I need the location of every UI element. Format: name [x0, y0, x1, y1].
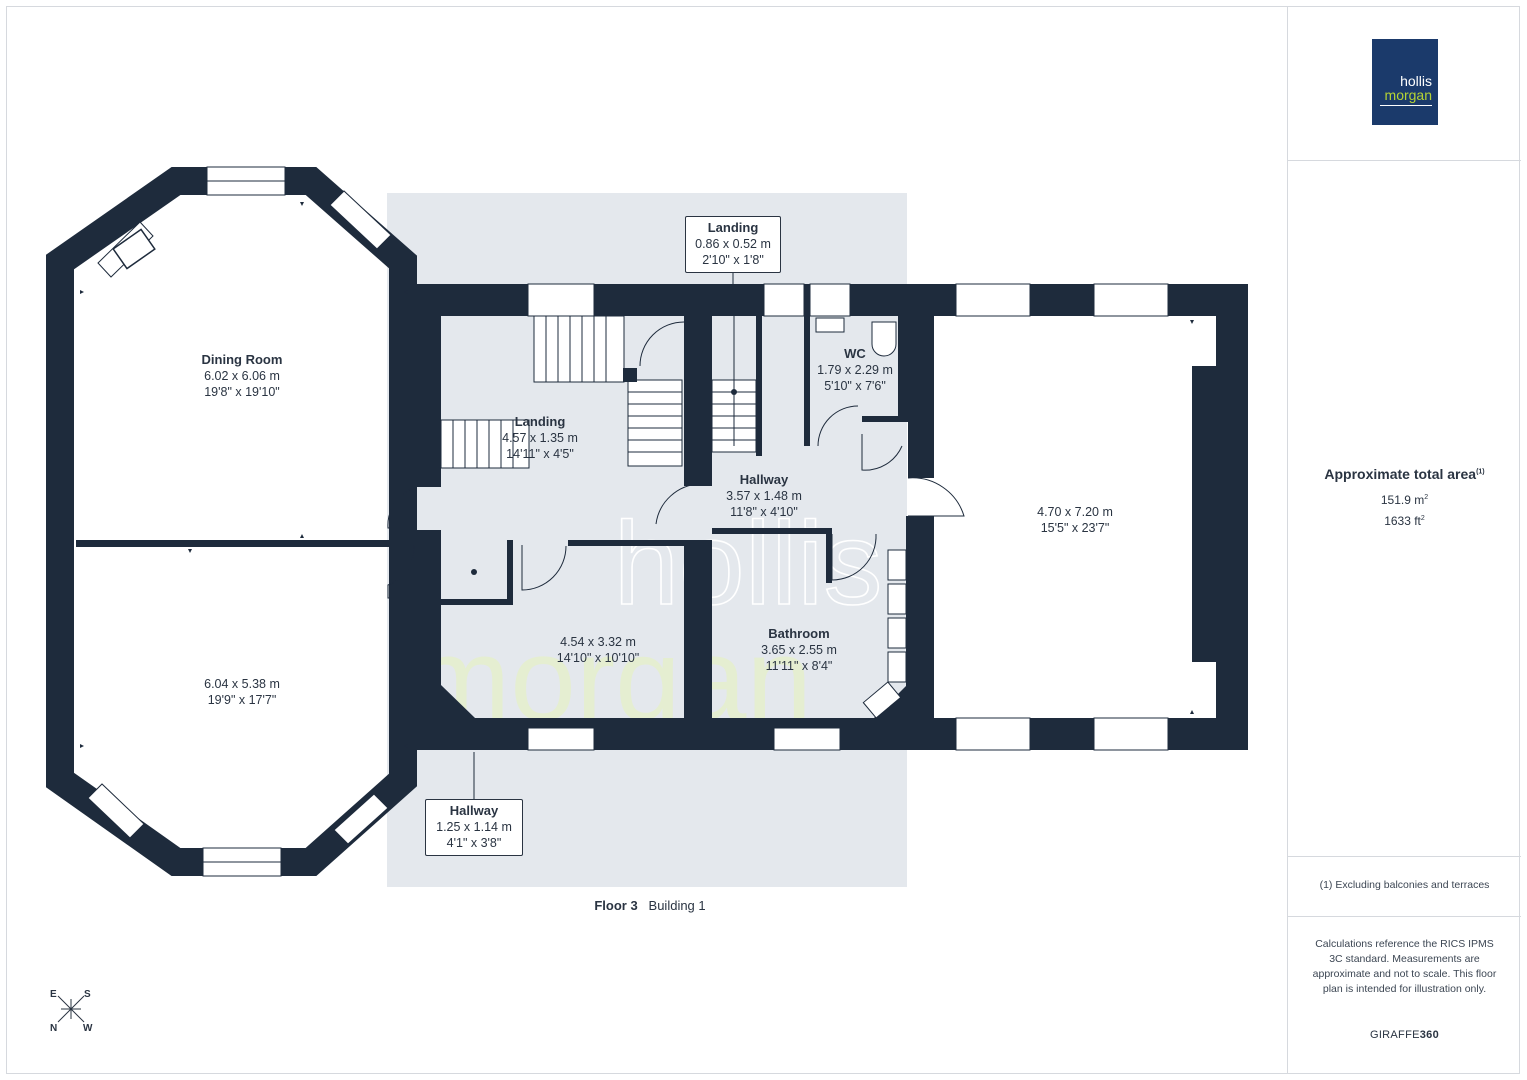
bathroom-fittings — [815, 317, 907, 719]
compass-w: W — [83, 1023, 93, 1034]
sidebar-divider-top — [1288, 160, 1521, 161]
room-metric: 4.57 x 1.35 m — [502, 431, 578, 445]
logo-text-hollis: hollis — [1400, 73, 1432, 89]
central-windows — [527, 283, 851, 751]
area-m2: 151.9 m2 — [1288, 493, 1521, 507]
floor-plan: hollis morgan — [46, 166, 1248, 887]
room-name: Bathroom — [768, 626, 830, 641]
newel-post — [623, 368, 637, 382]
room-label-large: 4.70 x 7.20 m 15'5" x 23'7" — [1010, 504, 1140, 536]
room-metric: 3.57 x 1.48 m — [726, 489, 802, 503]
footnote: (1) Excluding balconies and terraces — [1319, 879, 1490, 891]
room-imperial: 2'10" x 1'8" — [702, 253, 764, 267]
room-name: Hallway — [449, 803, 499, 818]
logo-underline — [1380, 105, 1432, 106]
room-metric: 1.79 x 2.29 m — [817, 363, 893, 377]
compass-icon — [57, 995, 85, 1023]
room-name: WC — [844, 346, 866, 361]
area-title-note: (1) — [1476, 468, 1485, 476]
area-title: Approximate total area(1) — [1288, 466, 1521, 482]
area-title-text: Approximate total area — [1324, 466, 1477, 482]
room-imperial: 11'8" x 4'10" — [730, 505, 798, 519]
room-imperial: 14'10" x 10'10" — [556, 651, 640, 665]
room-label-hallway-small: Hallway 1.25 x 1.14 m 4'1" x 3'8" — [425, 799, 523, 856]
room-label-dining: Dining Room 6.02 x 6.06 m 19'8" x 19'10" — [172, 352, 312, 400]
room-imperial: 5'10" x 7'6" — [824, 379, 886, 393]
hearth — [112, 228, 156, 270]
disclaimer: Calculations reference the RICS IPMS 3C … — [1312, 938, 1497, 995]
door-swings — [387, 405, 965, 599]
room-metric: 6.04 x 5.38 m — [204, 677, 280, 691]
area-ft2: 1633 ft2 — [1288, 514, 1521, 528]
room-label-front: 6.04 x 5.38 m 19'9" x 17'7" — [172, 676, 312, 708]
watermark-hollis: hollis — [614, 498, 883, 630]
page-frame — [6, 6, 1520, 1074]
compass-s: S — [84, 989, 91, 1000]
floor-label: Floor 3 — [594, 898, 638, 913]
area-m2-value: 151.9 m — [1380, 493, 1425, 507]
room-label-wc: WC 1.79 x 2.29 m 5'10" x 7'6" — [806, 346, 904, 394]
room-metric: 4.54 x 3.32 m — [560, 635, 636, 649]
compass-e: E — [50, 989, 57, 1000]
room-name: Landing — [707, 220, 759, 235]
room-label-hallway-mid: Hallway 3.57 x 1.48 m 11'8" x 4'10" — [712, 472, 816, 520]
building-label: Building 1 — [648, 898, 706, 913]
room-name: Landing — [514, 414, 566, 429]
hollis-morgan-logo: hollis morgan — [1372, 39, 1438, 125]
dimension-ticks — [80, 202, 1194, 748]
stair-pivot — [731, 389, 737, 395]
room-metric: 4.70 x 7.20 m — [1037, 505, 1113, 519]
room-label-bathroom: Bathroom 3.65 x 2.55 m 11'11" x 8'4" — [740, 626, 858, 674]
area-ft2-value: 1633 ft — [1384, 514, 1421, 528]
sidebar: hollis morgan Approximate total area (1) … — [1287, 6, 1521, 1074]
room-imperial: 19'9" x 17'7" — [207, 693, 277, 707]
brand-360: 360 — [1419, 1029, 1440, 1041]
room-label-mid: 4.54 x 3.32 m 14'10" x 10'10" — [528, 634, 668, 666]
room-label-landing-small: Landing 0.86 x 0.52 m 2'10" x 1'8" — [685, 216, 781, 273]
room-imperial: 19'8" x 19'10" — [204, 385, 280, 399]
right-block-windows — [955, 283, 1169, 751]
room-metric: 3.65 x 2.55 m — [761, 643, 837, 657]
sidebar-divider-low — [1288, 916, 1521, 917]
room-label-landing-main: Landing 4.57 x 1.35 m 14'11" x 4'5" — [480, 414, 600, 462]
room-metric: 1.25 x 1.14 m — [436, 820, 512, 834]
giraffe360-brand: GIRAFFE360 — [1288, 1029, 1521, 1041]
sidebar-divider-mid — [1288, 856, 1521, 857]
logo-text-morgan: morgan — [1384, 87, 1432, 103]
room-metric: 6.02 x 6.06 m — [204, 369, 280, 383]
area-ft2-sup: 2 — [1420, 515, 1425, 522]
room-imperial: 15'5" x 23'7" — [1040, 521, 1110, 535]
brand-giraffe: GIRAFFE — [1369, 1029, 1420, 1041]
floor-caption: Floor 3 Building 1 — [560, 898, 740, 913]
hall-pivot — [471, 569, 477, 575]
staircase — [440, 315, 757, 469]
room-name: Dining Room — [201, 352, 283, 367]
octagon-windows — [87, 166, 392, 877]
octagon-wing — [46, 167, 417, 876]
room-imperial: 4'1" x 3'8" — [446, 836, 502, 850]
compass-n: N — [50, 1023, 58, 1034]
room-metric: 0.86 x 0.52 m — [695, 237, 771, 251]
room-imperial: 14'11" x 4'5" — [506, 447, 574, 461]
room-name: Hallway — [739, 472, 789, 487]
octagon-divider-wall — [76, 540, 412, 547]
area-m2-sup: 2 — [1424, 494, 1429, 501]
room-imperial: 11'11" x 8'4" — [765, 659, 833, 673]
